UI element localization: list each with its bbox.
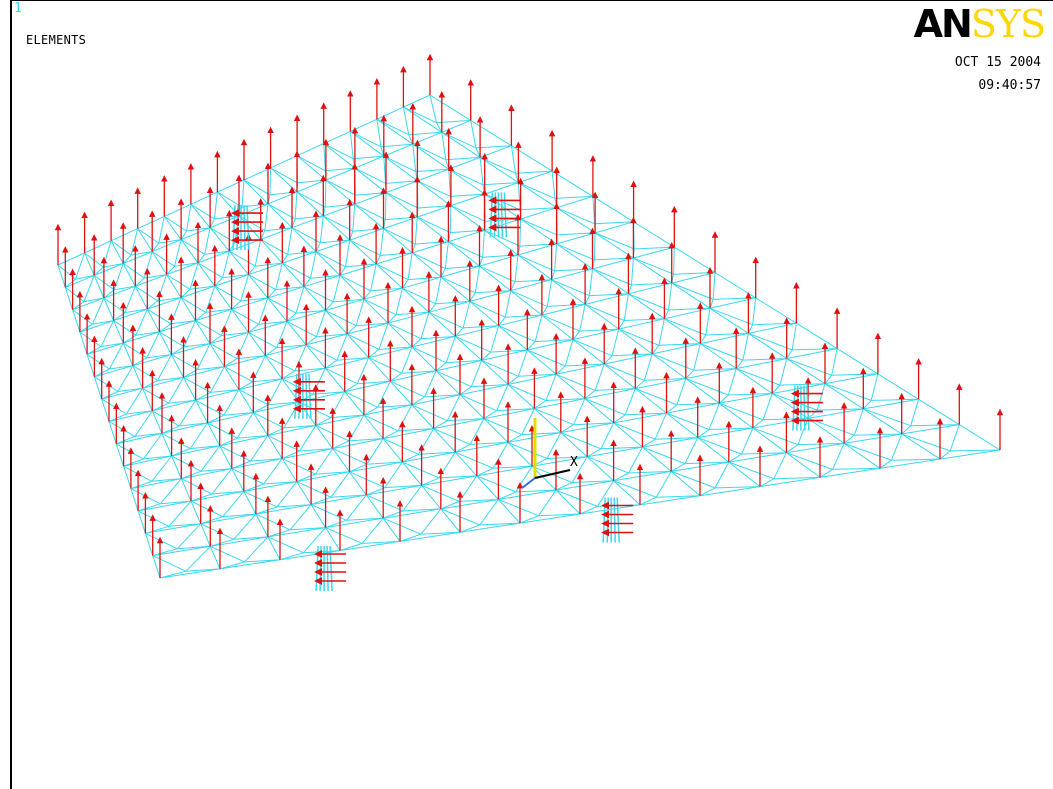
triad-x-label: X <box>570 455 578 470</box>
window-number: 1 <box>14 1 22 16</box>
triad-x-axis <box>534 469 571 479</box>
truss-mesh <box>57 94 1001 579</box>
plot-title: ELEMENTS <box>26 33 87 47</box>
window-frame-top <box>10 0 1053 1</box>
coordinate-triad <box>521 418 571 489</box>
ansys-logo: ANSYS <box>913 2 1046 46</box>
window-frame-left <box>10 0 12 789</box>
support-columns <box>231 192 823 592</box>
plot-date: OCT 15 2004 <box>954 55 1041 70</box>
plot-time: 09:40:57 <box>978 78 1041 93</box>
triad-z-axis <box>521 477 536 489</box>
